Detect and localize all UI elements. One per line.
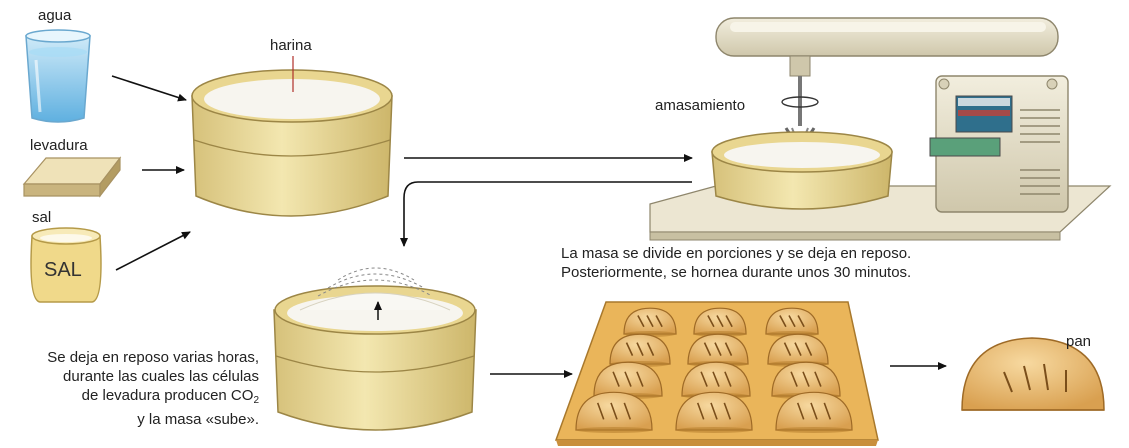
caption-rest-line2: durante las cuales las células xyxy=(63,368,259,385)
label-yeast: levadura xyxy=(30,137,88,154)
bread-loaf-icon xyxy=(961,337,1105,411)
label-water: agua xyxy=(38,7,72,24)
caption-division-line1: La masa se divide en porciones y se deja… xyxy=(561,245,912,262)
water-glass-icon xyxy=(25,29,91,123)
kneading-machine-icon xyxy=(649,17,1112,241)
caption-rest-line4: y la masa «sube». xyxy=(137,411,259,428)
label-salt: sal xyxy=(32,209,52,226)
flour-bowl-icon xyxy=(191,69,393,217)
label-kneading: amasamiento xyxy=(655,97,746,114)
salt-jar-label: SAL xyxy=(44,259,82,281)
yeast-block-icon xyxy=(22,156,122,198)
caption-rest-line3: de levadura producen CO2 xyxy=(47,386,259,410)
arrow-salt-to-bowl xyxy=(115,231,191,271)
bread-roll xyxy=(675,391,753,433)
rising-dough-bowl-icon xyxy=(273,267,477,431)
label-flour: harina xyxy=(270,37,312,54)
caption-rest: Se deja en reposo varias horas, durante … xyxy=(47,348,259,429)
bread-roll xyxy=(765,307,819,337)
bread-rolls-group xyxy=(575,307,853,433)
bread-roll xyxy=(693,307,747,337)
salt-jar-icon xyxy=(30,227,102,303)
caption-rest-co2-subscript: 2 xyxy=(253,395,259,406)
caption-division-line2: Posteriormente, se hornea durante unos 3… xyxy=(561,264,912,281)
bread-roll xyxy=(575,391,653,433)
arrow-mixer-to-rest xyxy=(400,181,692,247)
label-bread: pan xyxy=(1066,333,1092,350)
caption-rest-line1: Se deja en reposo varias horas, xyxy=(47,349,259,366)
bread-roll xyxy=(623,307,677,337)
bread-roll xyxy=(775,391,853,433)
caption-division: La masa se divide en porciones y se deja… xyxy=(561,244,911,282)
caption-rest-line3-text: de levadura producen CO xyxy=(81,387,254,404)
arrow-water-to-bowl xyxy=(111,75,187,102)
